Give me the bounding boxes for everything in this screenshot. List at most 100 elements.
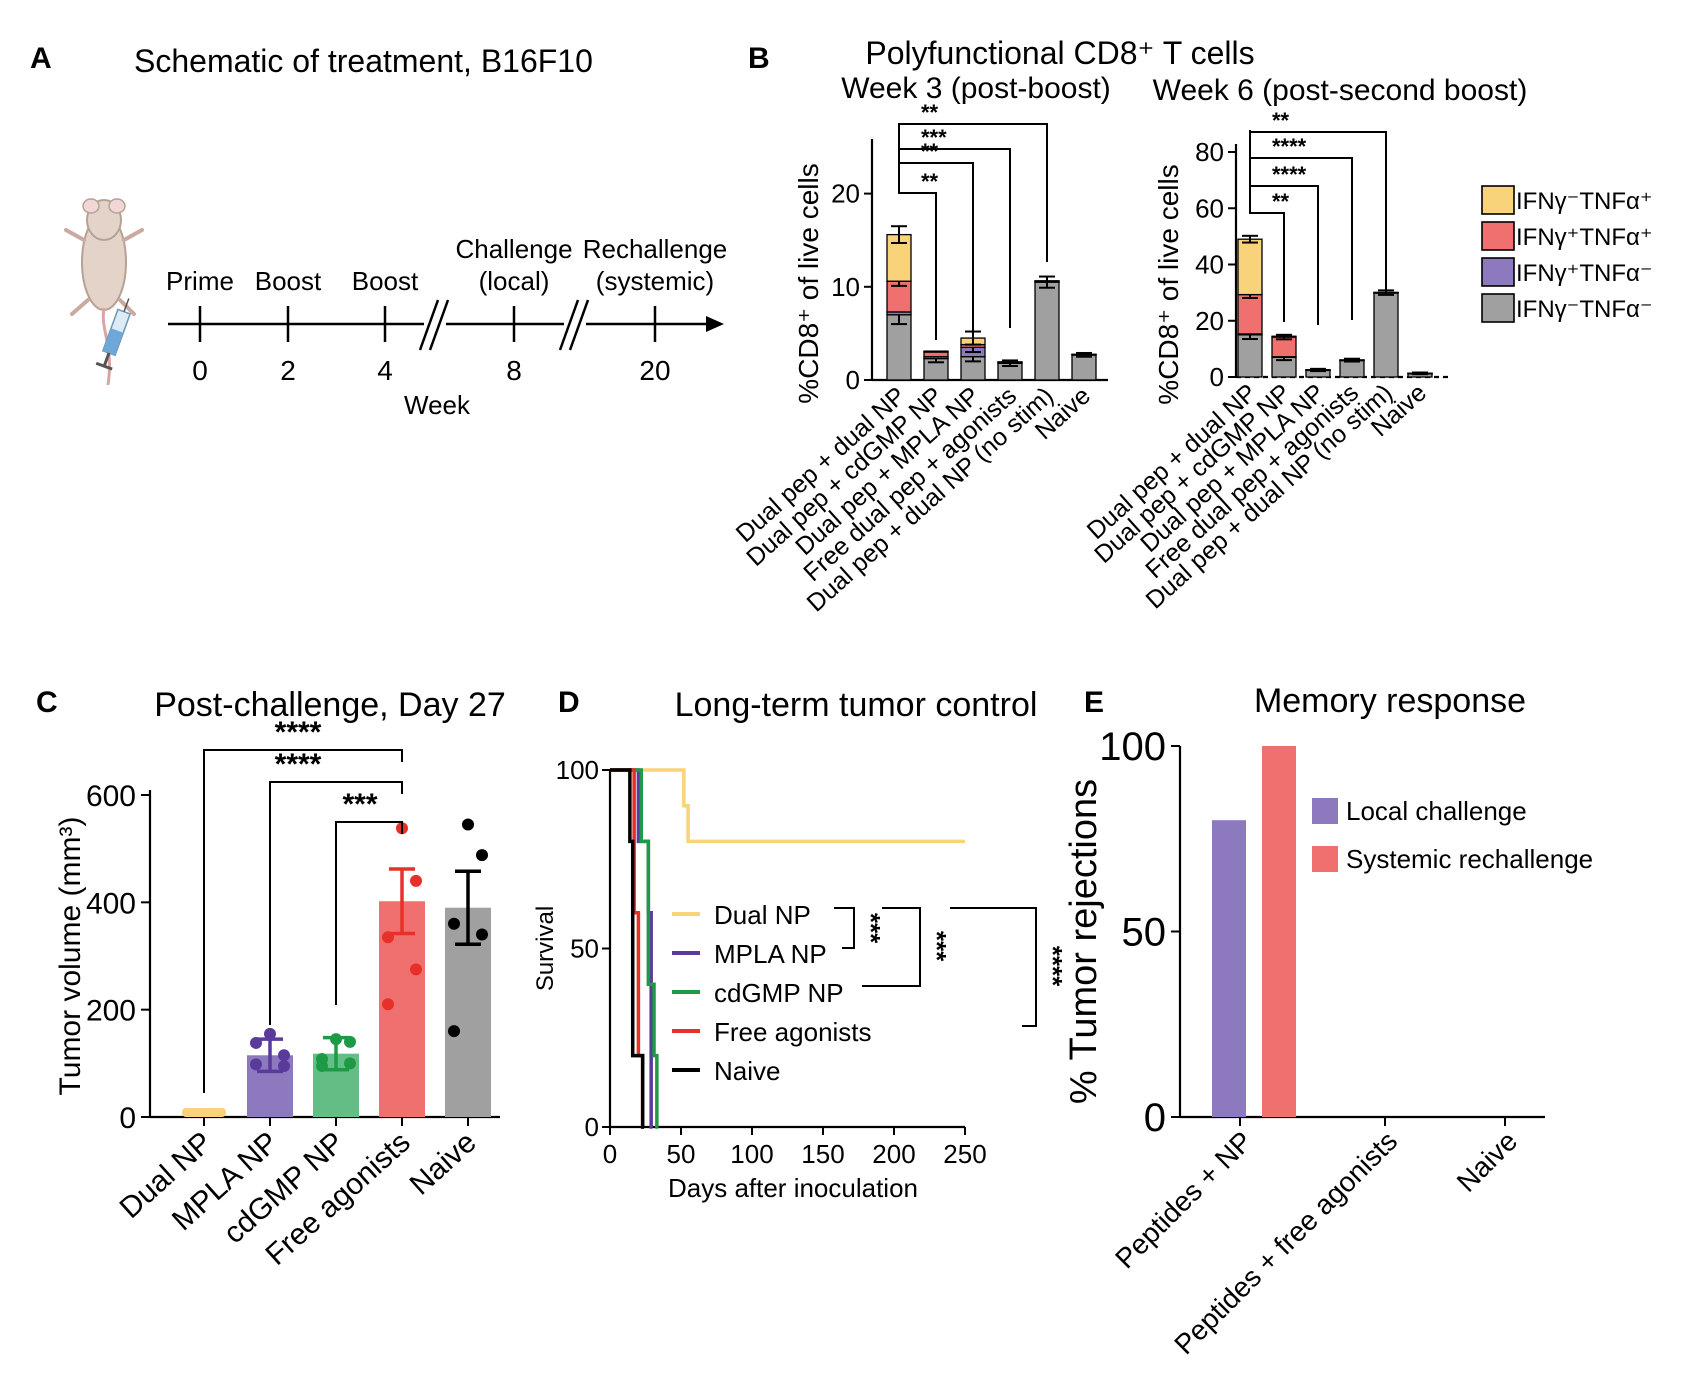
data-point [264, 1027, 276, 1040]
timeline-week-label: 2 [280, 355, 296, 386]
data-point [250, 1058, 262, 1071]
panel-a-title: Schematic of treatment, B16F10 [134, 43, 593, 79]
x-tick-label: 0 [603, 1139, 617, 1169]
legend-label: Naive [714, 1056, 780, 1086]
y-tick-label: 0 [585, 1112, 599, 1142]
data-point [410, 963, 422, 976]
bar-segment [1339, 359, 1365, 378]
bar-segment [1071, 353, 1097, 356]
bar-segment [1034, 281, 1060, 381]
panel-e-letter: E [1084, 686, 1104, 719]
significance-bracket [269, 781, 403, 1025]
chart-week6: Week 6 (post-second boost)020406080%CD8⁺… [1082, 74, 1528, 614]
y-axis-label: Tumor volume (mm³) [54, 817, 87, 1096]
panel-c-letter: C [36, 686, 58, 719]
timeline-events: Prime0Boost2Boost4Challenge(local)8Recha… [166, 234, 727, 386]
y-tick-label: 600 [86, 780, 136, 813]
timeline-event-label: Rechallenge [583, 234, 728, 264]
data-point [316, 1060, 328, 1073]
legend-label: cdGMP NP [714, 978, 844, 1008]
significance-bracket [203, 749, 403, 1093]
bar-segment [1034, 280, 1060, 282]
panel-a-letter: A [30, 42, 52, 75]
significance-bracket [862, 907, 921, 987]
significance-label: **** [1272, 134, 1307, 159]
y-tick-label: 20 [831, 179, 860, 209]
y-tick-label: 400 [86, 887, 136, 920]
significance-label: ** [921, 169, 939, 194]
timeline-event-label: Challenge [455, 234, 572, 264]
x-tick-label: 100 [730, 1139, 773, 1169]
significance-bracket [950, 907, 1037, 1027]
y-tick-label: 0 [1144, 1096, 1166, 1140]
panel-d-title: Long-term tumor control [675, 686, 1038, 724]
y-tick-label: 100 [556, 755, 599, 785]
x-tick-label: 50 [667, 1139, 696, 1169]
significance-label: *** [921, 125, 947, 150]
bar-segment [1237, 238, 1263, 296]
y-tick-label: 0 [1210, 362, 1224, 392]
data-point [344, 1057, 356, 1070]
survival-line [610, 768, 965, 844]
timeline-week-label: 20 [639, 355, 670, 386]
significance-bracket [898, 140, 1011, 328]
timeline-arrowhead [706, 316, 724, 332]
timeline-event-label: Prime [166, 266, 234, 296]
significance-label: *** [922, 931, 952, 962]
bar-segment [1339, 359, 1365, 362]
legend-swatch [1312, 846, 1338, 872]
legend-label: IFNγ⁻TNFα⁺ [1516, 188, 1653, 215]
panel-b-title: Polyfunctional CD8⁺ T cells [865, 35, 1254, 71]
chart-subtitle: Week 3 (post-boost) [841, 72, 1111, 105]
x-axis-label: Days after inoculation [668, 1173, 918, 1203]
bar-segment [1237, 293, 1263, 335]
panel-e-title: Memory response [1254, 682, 1526, 720]
significance-bracket [898, 140, 937, 340]
y-axis-label: %CD8⁺ of live cells [1153, 164, 1184, 404]
panel-c-title: Post-challenge, Day 27 [154, 686, 506, 724]
x-tick-label: Naive [404, 1126, 483, 1202]
significance-label: **** [1038, 946, 1068, 987]
survival-line [610, 768, 659, 1129]
y-axis-label: %CD8⁺ of live cells [793, 163, 824, 403]
chart-subtitle: Week 6 (post-second boost) [1153, 74, 1528, 107]
significance-label: ** [1272, 108, 1290, 133]
y-axis-label: Survival [532, 906, 559, 991]
data-point [476, 849, 488, 862]
y-axis-label: % Tumor rejections [1063, 779, 1105, 1104]
timeline-event-label: Boost [255, 266, 322, 296]
legend-label: IFNγ⁺TNFα⁻ [1516, 260, 1653, 287]
significance-label: **** [275, 748, 322, 781]
significance-label: ** [1272, 189, 1290, 214]
x-tick-label: 250 [943, 1139, 986, 1169]
significance-label: *** [856, 913, 886, 944]
timeline-event-label: Boost [352, 266, 419, 296]
timeline-week-label: 0 [192, 355, 208, 386]
legend-swatch [1481, 185, 1515, 215]
y-tick-label: 0 [119, 1102, 136, 1135]
bar-segment [1373, 291, 1399, 294]
panel-c: C Post-challenge, Day 27 0200400600Tumor… [36, 686, 506, 1272]
significance-label: **** [275, 716, 322, 749]
significance-bracket [1249, 130, 1387, 291]
timeline-break-1 [418, 299, 450, 351]
mouse-with-syringe-icon [64, 198, 144, 386]
bar [1262, 746, 1296, 1117]
data-point [382, 998, 394, 1011]
significance-label: ** [921, 100, 939, 125]
legend-label: Systemic rechallenge [1346, 844, 1593, 874]
data-point [330, 1033, 342, 1046]
data-point [448, 1025, 460, 1038]
y-tick-label: 100 [1099, 725, 1166, 769]
y-tick-label: 50 [570, 934, 599, 964]
bar-segment [1237, 334, 1263, 378]
data-point [278, 1060, 290, 1073]
significance-label: *** [342, 788, 377, 821]
bar-segment [1407, 372, 1433, 375]
y-tick-label: 0 [846, 365, 860, 395]
